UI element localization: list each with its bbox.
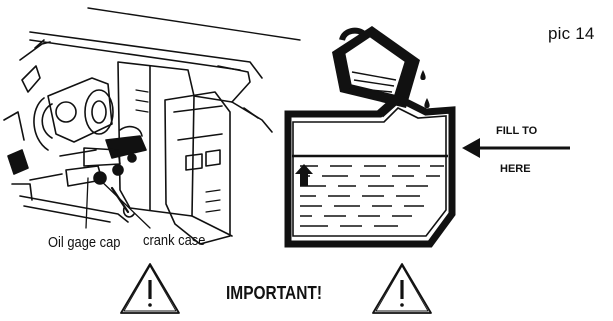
fill-level-arrow-icon [295, 164, 313, 186]
oil-gage-cap-label: Oil gage cap [48, 234, 120, 251]
crank-case-label: crank case [143, 232, 205, 249]
engine-illustration [4, 8, 300, 244]
crankcase-fill-diagram [288, 98, 452, 244]
figure-label: pic 14 [548, 24, 595, 44]
warning-triangle-icon-left [121, 264, 179, 313]
oil-pour-container-icon [332, 26, 430, 108]
here-label: HERE [500, 163, 531, 175]
important-warning-label: IMPORTANT! [226, 283, 322, 304]
warning-triangle-icon-right [373, 264, 431, 313]
fill-to-arrow [462, 138, 570, 158]
fill-to-label: FILL TO [496, 125, 537, 137]
